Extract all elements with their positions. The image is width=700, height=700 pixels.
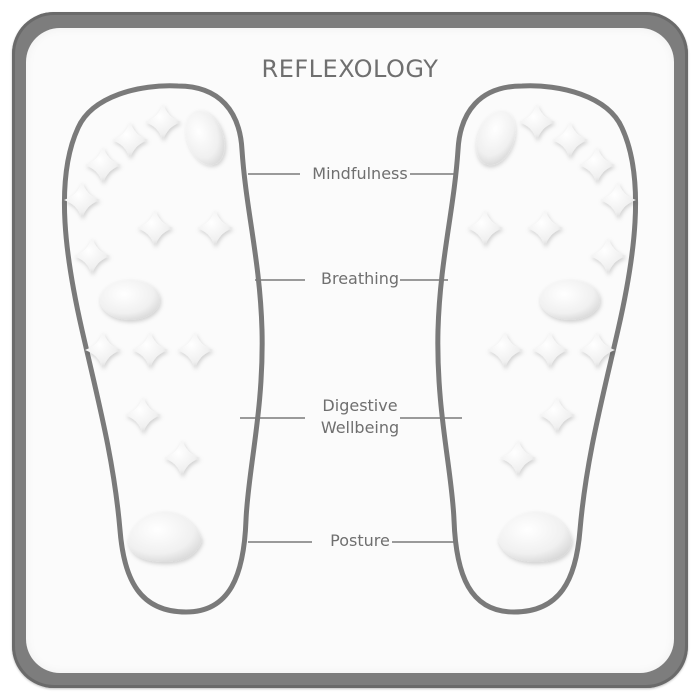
right-foot-nodes	[467, 104, 636, 562]
left-foot-outline	[61, 83, 265, 615]
left-foot-nodes	[64, 104, 233, 562]
zone-label-posture: Posture	[330, 531, 390, 550]
zone-connector-lines	[240, 173, 462, 543]
zone-label-digestive-wellbeing: Digestive Wellbeing	[320, 396, 400, 437]
right-foot-outline	[435, 83, 639, 615]
zone-label-mindfulness: Mindfulness	[312, 164, 408, 183]
zone-label-breathing: Breathing	[320, 269, 399, 288]
mat-title: REFLEXOLOGY	[261, 55, 439, 83]
